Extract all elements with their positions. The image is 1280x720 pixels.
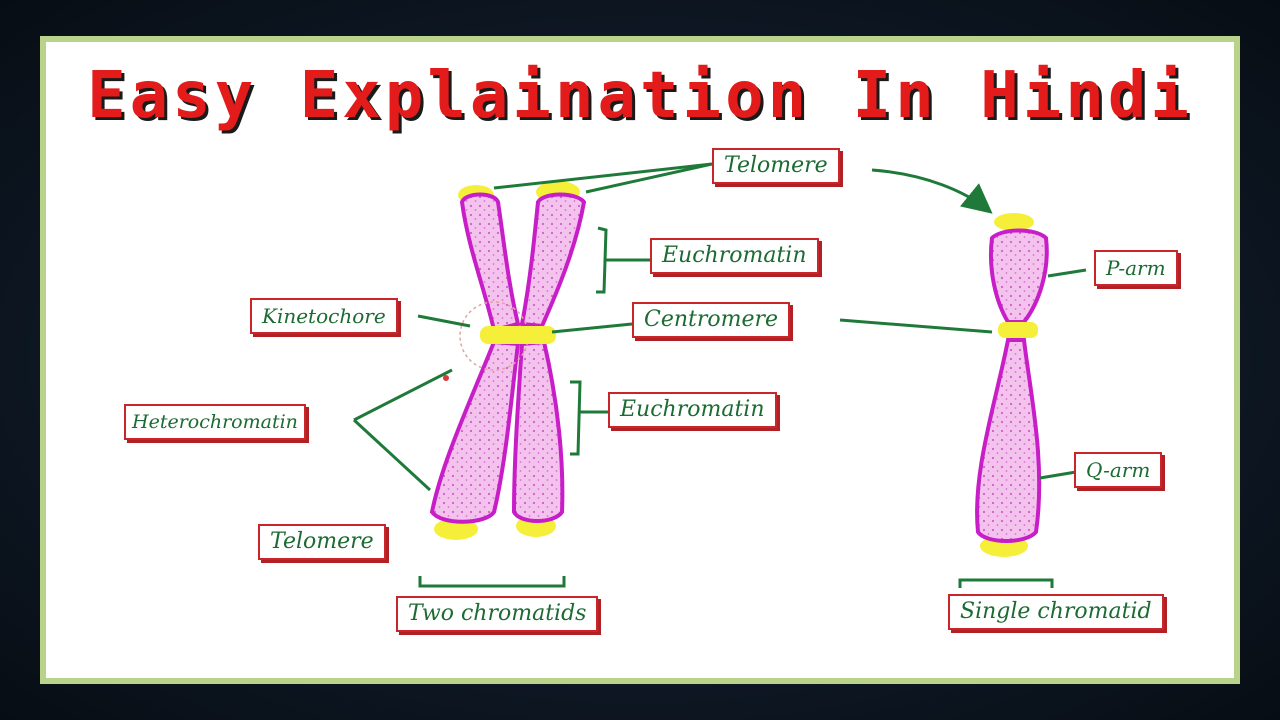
label-single-chromatid: Single chromatid (948, 594, 1164, 630)
label-centromere: Centromere (632, 302, 791, 338)
chromatid-right-upper-arm (519, 192, 587, 329)
bracket-single-chromatid (958, 578, 1054, 588)
label-p-arm: P-arm (1094, 250, 1178, 286)
label-euchromatin-lower: Euchromatin (608, 392, 777, 428)
telomere-cap-top-single (994, 213, 1034, 231)
leader-lines (352, 162, 1087, 588)
bracket-euchromatin-lower (570, 380, 582, 456)
bracket-euchromatin-upper (596, 226, 608, 294)
q-arm-shape (975, 338, 1042, 543)
label-euchromatin-upper: Euchromatin (650, 238, 819, 274)
single-chromatid-chromosome (975, 213, 1049, 557)
whiteboard-frame: Easy Explaination In Hindi (40, 36, 1240, 684)
chromatid-left-lower-arm (429, 339, 521, 524)
centromere-band-left (480, 326, 556, 344)
leader-telomere-top-left (493, 162, 713, 190)
bracket-two-chromatids (418, 576, 566, 588)
leader-kinetochore (417, 314, 471, 328)
leader-telomere-top-right (585, 162, 713, 194)
leader-centromere-single (839, 318, 993, 334)
leader-q-arm (1039, 470, 1077, 480)
arrow-telomere-to-single (871, 168, 993, 214)
leader-heterochromatin-lower (352, 418, 432, 492)
leader-centromere-left (551, 322, 633, 334)
chromosome-diagram (352, 162, 1087, 588)
page-title: Easy Explaination In Hindi (87, 59, 1193, 133)
chromatid-right-lower-arm (511, 339, 565, 523)
label-telomere-bottom: Telomere (258, 524, 386, 560)
label-q-arm: Q-arm (1074, 452, 1163, 488)
leader-heterochromatin-upper (353, 368, 453, 422)
red-marker-dot (443, 375, 449, 381)
label-two-chromatids: Two chromatids (396, 596, 599, 632)
label-telomere-top: Telomere (712, 148, 840, 184)
two-chromatid-chromosome (429, 181, 587, 540)
chromatid-left-upper-arm (459, 192, 521, 333)
leader-p-arm (1047, 268, 1087, 278)
label-heterochromatin: Heterochromatin (124, 404, 306, 440)
label-kinetochore: Kinetochore (250, 298, 398, 334)
centromere-band-single (998, 322, 1038, 338)
diagram-paper: Easy Explaination In Hindi (46, 42, 1234, 678)
p-arm-shape (988, 228, 1049, 324)
